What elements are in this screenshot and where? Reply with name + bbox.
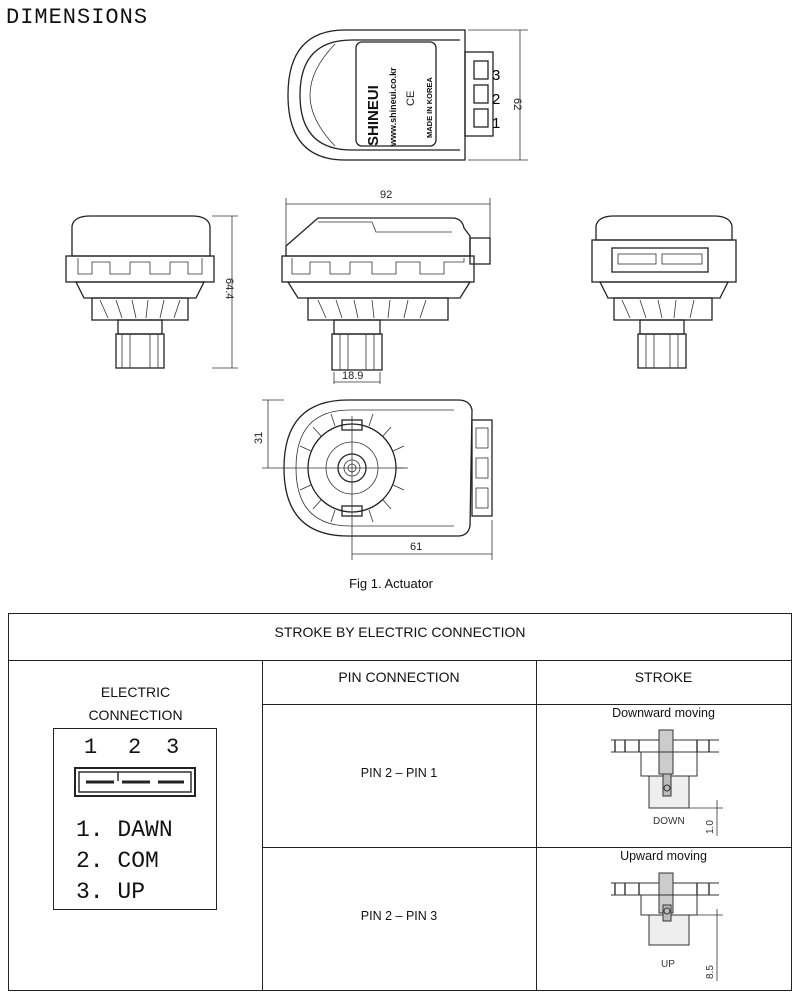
left-view (65, 215, 215, 369)
electric-connection-header: ELECTRIC CONNECTION (9, 684, 262, 723)
pin-row-2: PIN 2 – PIN 3 (360, 909, 438, 923)
table-divider (262, 847, 791, 849)
top-view: SHINEUI www.shineui.co.kr CE MADE IN KOR… (287, 29, 528, 161)
connector-pin-1: 1 (84, 735, 98, 760)
downward-stroke-diagram: DOWN 1.0 (611, 729, 723, 836)
front-view: 92 64.4 18.9 (212, 189, 491, 384)
stroke-label-up: UP (661, 959, 675, 970)
stroke-dim-up: 8.5 (705, 965, 716, 979)
table-title: STROKE BY ELECTRIC CONNECTION (274, 624, 526, 640)
ce-mark: CE (405, 91, 417, 106)
pin-label-2: 2 (492, 91, 500, 108)
origin-text: MADE IN KOREA (425, 77, 434, 138)
figure-caption: Fig 1. Actuator (349, 576, 433, 591)
stroke-title-up: Upward moving (620, 849, 707, 863)
dim-64-4: 64.4 (223, 278, 235, 299)
dim-61: 61 (410, 541, 422, 553)
connector-pin-3: 3 (166, 735, 180, 760)
table-divider (9, 660, 791, 662)
right-view (591, 215, 737, 369)
page-title: DIMENSIONS (6, 5, 149, 30)
table-divider (536, 660, 538, 990)
legend-item-3: 3. UP (76, 879, 146, 905)
stroke-header: STROKE (634, 669, 693, 685)
stroke-table: STROKE BY ELECTRIC CONNECTION ELECTRIC C… (8, 613, 792, 991)
stroke-title-down: Downward moving (612, 706, 715, 720)
connector-icon (74, 767, 196, 797)
dim-62: 62 (511, 98, 523, 110)
website-text: www.shineui.co.kr (388, 67, 398, 147)
stroke-label-down: DOWN (653, 816, 685, 827)
actuator-drawing: SHINEUI www.shineui.co.kr CE MADE IN KOR… (65, 29, 737, 560)
stroke-dim-down: 1.0 (705, 820, 716, 834)
connector-pin-2: 2 (128, 735, 142, 760)
dim-92: 92 (380, 189, 392, 201)
dim-18-9: 18.9 (342, 370, 363, 382)
pin-label-1: 1 (492, 115, 500, 132)
table-divider (262, 660, 264, 990)
upward-stroke-diagram: UP 8.5 (611, 872, 723, 981)
bottom-view: 31 61 (253, 399, 493, 560)
legend-item-1: 1. DAWN (76, 817, 173, 843)
dim-31: 31 (253, 432, 265, 444)
legend-item-2: 2. COM (76, 848, 159, 874)
pin-connection-header: PIN CONNECTION (338, 669, 460, 685)
header-line-2: CONNECTION (88, 707, 183, 723)
pin-row-1: PIN 2 – PIN 1 (360, 766, 438, 780)
pin-label-3: 3 (492, 67, 500, 84)
header-line-1: ELECTRIC (100, 684, 171, 700)
table-divider (262, 704, 791, 706)
legend-list: 1. DAWN 2. COM 3. UP (76, 815, 173, 908)
brand-text: SHINEUI (365, 85, 382, 146)
connector-diagram: 1 2 3 1. DAWN 2. COM 3. UP (53, 728, 217, 910)
